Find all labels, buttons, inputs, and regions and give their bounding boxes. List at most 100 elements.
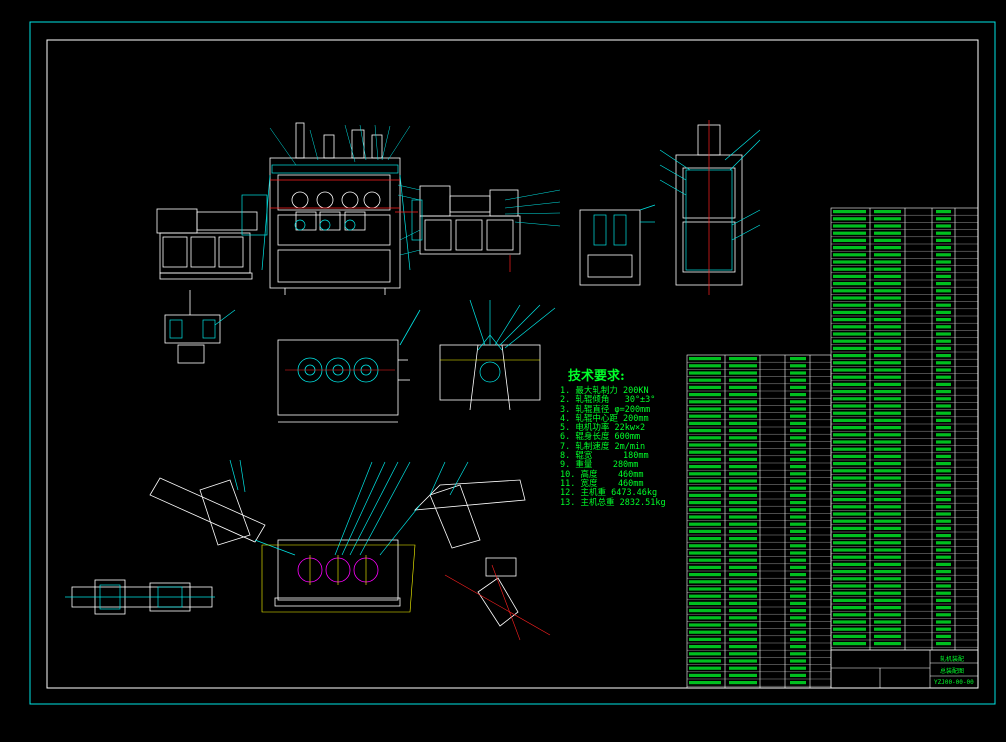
bom-cell-text bbox=[936, 498, 951, 502]
bom-cell-text bbox=[833, 534, 866, 538]
bom-cell-text bbox=[833, 246, 866, 250]
bom-cell-text bbox=[689, 558, 721, 562]
bom-cell-text bbox=[729, 450, 757, 454]
bom-cell-text bbox=[833, 541, 866, 545]
bom-cell-text bbox=[833, 490, 866, 494]
bom-cell-text bbox=[833, 555, 866, 559]
bom-cell-text bbox=[790, 429, 806, 433]
bom-cell-text bbox=[689, 414, 721, 418]
bottom-assembly-cyan bbox=[229, 459, 469, 556]
bom-cell-text bbox=[790, 493, 806, 497]
bom-cell-text bbox=[874, 210, 901, 214]
front-view-mill-stand bbox=[156, 122, 521, 295]
bom-cell-text bbox=[729, 630, 757, 634]
bom-cell-text bbox=[936, 382, 951, 386]
bom-cell-text bbox=[833, 267, 866, 271]
bom-cell-text bbox=[833, 526, 866, 530]
bom-cell-text bbox=[833, 411, 866, 415]
bom-cell-text bbox=[729, 429, 757, 433]
bom-cell-text bbox=[833, 318, 866, 322]
bom-cell-text bbox=[729, 673, 757, 677]
bom-cell-text bbox=[689, 522, 721, 526]
bom-cell-text bbox=[689, 587, 721, 591]
bom-cell-text bbox=[874, 620, 901, 624]
bom-cell-text bbox=[874, 454, 901, 458]
bom-cell-text bbox=[790, 666, 806, 670]
bom-cell-text bbox=[936, 397, 951, 401]
bom-cell-text bbox=[936, 512, 951, 516]
bom-cell-text bbox=[936, 267, 951, 271]
bom-cell-text bbox=[936, 483, 951, 487]
bom-cell-text bbox=[936, 426, 951, 430]
bom-cell-text bbox=[833, 483, 866, 487]
bom-cell-text bbox=[874, 282, 901, 286]
bom-cell-text bbox=[936, 584, 951, 588]
bom-cell-text bbox=[729, 652, 757, 656]
bom-cell-text bbox=[729, 601, 757, 605]
bom-cell-text bbox=[874, 274, 901, 278]
bom-cell-text bbox=[833, 606, 866, 610]
bom-cell-text bbox=[833, 368, 866, 372]
bom-cell-text bbox=[874, 505, 901, 509]
bom-cell-text bbox=[874, 570, 901, 574]
bom-cell-text bbox=[833, 404, 866, 408]
bom-cell-text bbox=[790, 465, 806, 469]
bom-cell-text bbox=[689, 364, 721, 368]
bom-cell-text bbox=[936, 534, 951, 538]
bom-cell-text bbox=[874, 534, 901, 538]
bom-cell-text bbox=[790, 637, 806, 641]
bom-cell-text bbox=[936, 303, 951, 307]
plan-view-rolls-cyan bbox=[297, 309, 421, 383]
bom-cell-text bbox=[936, 238, 951, 242]
bom-cell-text bbox=[874, 411, 901, 415]
bom-cell-text bbox=[689, 450, 721, 454]
bom-cell-text bbox=[833, 397, 866, 401]
bom-cell-text bbox=[874, 289, 901, 293]
bom-cell-text bbox=[936, 325, 951, 329]
bom-cell-text bbox=[874, 562, 901, 566]
bom-cell-text bbox=[729, 565, 757, 569]
bom-cell-text bbox=[936, 346, 951, 350]
bom-cell-text bbox=[689, 565, 721, 569]
bom-cell-text bbox=[936, 289, 951, 293]
bom-cell-text bbox=[689, 601, 721, 605]
bom-cell-text bbox=[729, 407, 757, 411]
bom-cell-text bbox=[689, 457, 721, 461]
bom-cell-text bbox=[936, 627, 951, 631]
bom-cell-text bbox=[833, 476, 866, 480]
bom-cell-text bbox=[936, 490, 951, 494]
bom-cell-text bbox=[874, 267, 901, 271]
bom-cell-text bbox=[790, 681, 806, 685]
bom-cell-text bbox=[833, 548, 866, 552]
bom-cell-text bbox=[790, 501, 806, 505]
bom-cell-text bbox=[874, 462, 901, 466]
bom-cell-text bbox=[729, 472, 757, 476]
bom-cell-text bbox=[689, 436, 721, 440]
bom-cell-text bbox=[790, 623, 806, 627]
bom-cell-text bbox=[689, 666, 721, 670]
bom-cell-text bbox=[729, 364, 757, 368]
bom-cell-text bbox=[874, 375, 901, 379]
tech-requirements-title: 技术要求: bbox=[568, 369, 625, 384]
bom-cell-text bbox=[874, 339, 901, 343]
bom-cell-text bbox=[729, 529, 757, 533]
title-block-name: 轧机装配 bbox=[940, 656, 965, 663]
bom-cell-text bbox=[689, 393, 721, 397]
bom-cell-text bbox=[729, 681, 757, 685]
bom-cell-text bbox=[833, 310, 866, 314]
bom-cell-text bbox=[833, 454, 866, 458]
bom-cell-text bbox=[874, 606, 901, 610]
bom-cell-text bbox=[833, 598, 866, 602]
bom-cell-text bbox=[790, 443, 806, 447]
bom-cell-text bbox=[689, 407, 721, 411]
bom-cell-text bbox=[689, 673, 721, 677]
bom-cell-text bbox=[729, 573, 757, 577]
bom-cell-text bbox=[729, 400, 757, 404]
bom-cell-text bbox=[689, 501, 721, 505]
bom-cell-text bbox=[936, 548, 951, 552]
bom-cell-text bbox=[689, 659, 721, 663]
bom-cell-text bbox=[936, 505, 951, 509]
bom-cell-text bbox=[874, 217, 901, 221]
bom-cell-text bbox=[729, 486, 757, 490]
bom-cell-text bbox=[729, 393, 757, 397]
